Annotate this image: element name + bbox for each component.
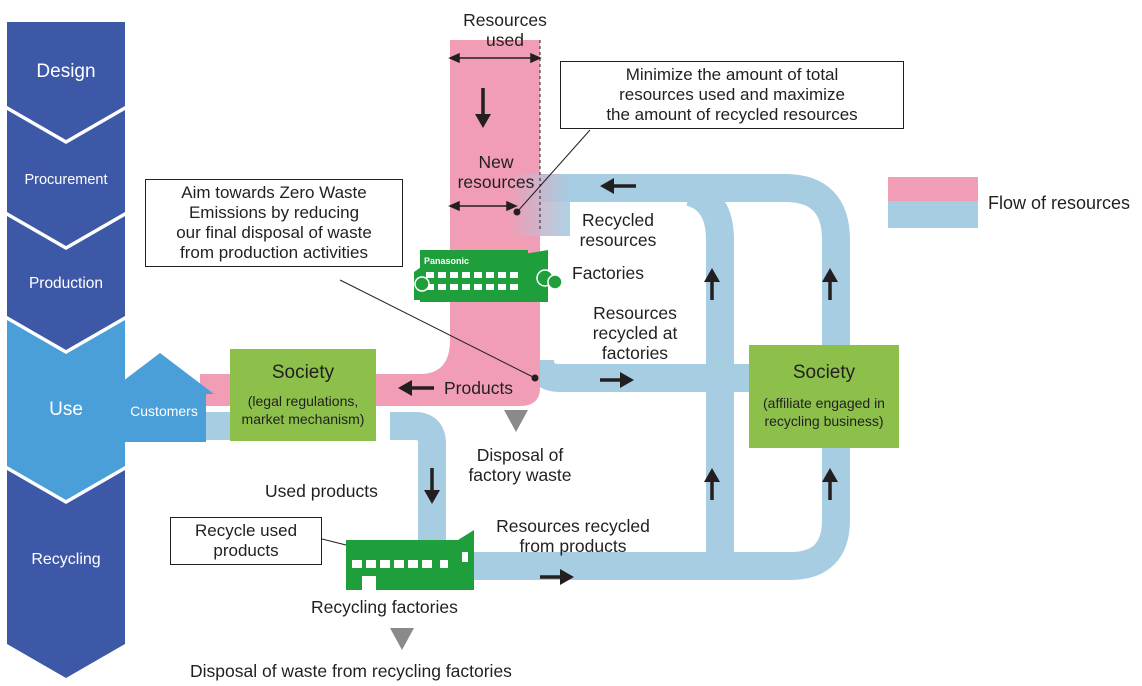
stage-chevron-procurement — [7, 110, 125, 246]
society-left-subtitle: (legal regulations, market mechanism) — [241, 393, 365, 427]
society-left-box — [230, 349, 376, 441]
stage-label-production: Production — [28, 275, 104, 292]
stage-chevron-column — [7, 22, 125, 678]
disposal-triangle-recycling — [390, 628, 414, 650]
society-right-subtitle: (affiliate engaged in recycling business… — [763, 395, 885, 429]
society-right-box — [749, 345, 899, 448]
blend-band — [508, 174, 570, 236]
legend-swatch-blue — [888, 201, 978, 228]
note-zero-waste: Aim towards Zero Waste Emissions by redu… — [145, 179, 403, 267]
society-left: Society (legal regulations, market mecha… — [230, 362, 376, 428]
note-recycle-used-products: Recycle used products — [170, 517, 322, 565]
resources-used-label: Resources used — [463, 10, 547, 50]
recycling-factories-label: Recycling factories — [311, 597, 458, 617]
used-products-label: Used products — [265, 481, 378, 501]
stage-chevron-design — [7, 22, 125, 140]
recycled-resources-label: Recycled resources — [579, 210, 657, 250]
stage-chevron-production — [7, 216, 125, 350]
note-minimize-resources: Minimize the amount of total resources u… — [560, 61, 904, 129]
panasonic-label: Panasonic — [424, 256, 470, 266]
flow-arrows — [398, 88, 838, 585]
stage-label-use: Use — [49, 399, 83, 420]
customers-label: Customers — [130, 403, 198, 419]
stage-chevron-recycling — [7, 470, 125, 678]
stage-label-procurement: Procurement — [24, 172, 108, 188]
resources-recycled-at-factories-label: Resources recycled at factories — [592, 303, 678, 363]
society-right-title: Society — [792, 362, 856, 383]
society-right: Society (affiliate engaged in recycling … — [749, 362, 899, 430]
stage-chevron-use — [7, 320, 125, 500]
stage-label-design: Design — [36, 61, 96, 82]
disposal-factory-waste-label: Disposal of factory waste — [468, 445, 572, 485]
factories-label: Factories — [572, 263, 644, 283]
disposal-recycling-waste-label: Disposal of waste from recycling factori… — [190, 661, 512, 681]
inner-recycle-loop — [526, 178, 734, 392]
products-label: Products — [444, 378, 514, 398]
disposal-triangle-factory — [504, 410, 528, 432]
panasonic-factory-icon — [414, 250, 563, 302]
used-products-path — [390, 412, 446, 548]
stage-label-recycling: Recycling — [31, 551, 101, 568]
width-markers — [448, 52, 542, 212]
legend-swatch-pink — [888, 177, 978, 201]
recycling-factory-icon — [346, 530, 474, 590]
society-left-title: Society — [271, 362, 335, 383]
resources-recycled-from-products-label: Resources recycled from products — [496, 516, 650, 556]
legend-label: Flow of resources — [988, 193, 1131, 213]
new-resources-label: New resources — [457, 152, 535, 192]
customers-house — [106, 353, 214, 442]
